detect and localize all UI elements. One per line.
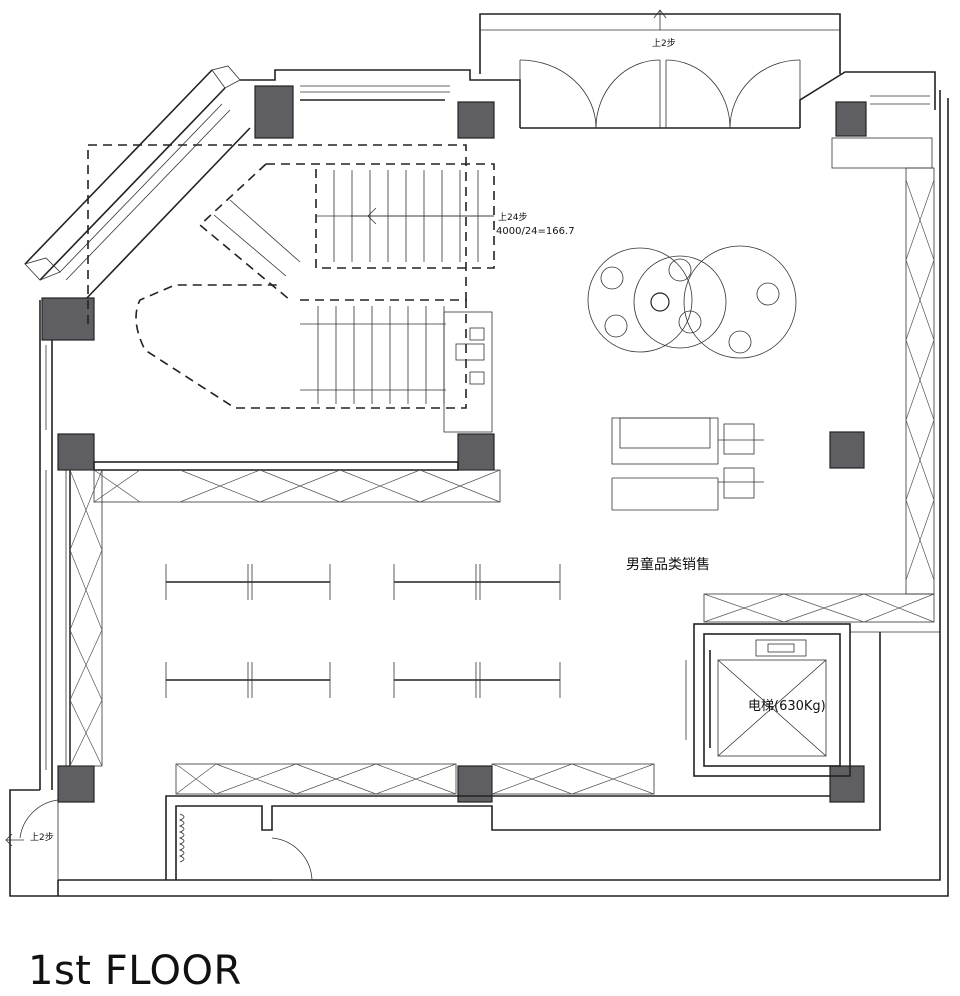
left-window-wall	[39, 300, 71, 790]
diagonal-window-wall	[24, 65, 251, 301]
stair-calc-label: 4000/24=166.7	[496, 226, 575, 237]
bottom-cabinets	[165, 631, 940, 880]
elevator	[685, 623, 851, 777]
sofa	[611, 417, 764, 511]
radiator	[178, 813, 185, 863]
room-label: 男童品类销售	[626, 556, 710, 573]
floor-title: 1st FLOOR	[28, 948, 242, 994]
entrance-left-label: 上2步	[30, 832, 54, 843]
partition-walls	[69, 461, 501, 767]
round-tables	[587, 245, 797, 359]
stair-steps-label: 上24步	[498, 212, 527, 223]
right-wall-cabinets	[703, 167, 935, 623]
entrance-doors	[519, 59, 801, 129]
staircase	[87, 144, 495, 433]
entrance-arrow	[653, 9, 667, 30]
entrance-top-label: 上2步	[652, 38, 676, 49]
clothing-racks	[165, 564, 561, 698]
left-entrance-door	[5, 789, 59, 897]
floor-plan: 上2步	[5, 9, 949, 897]
elevator-label: 电梯(630Kg)	[748, 699, 826, 714]
top-right-corner	[799, 71, 936, 169]
bottom-door	[271, 837, 313, 881]
